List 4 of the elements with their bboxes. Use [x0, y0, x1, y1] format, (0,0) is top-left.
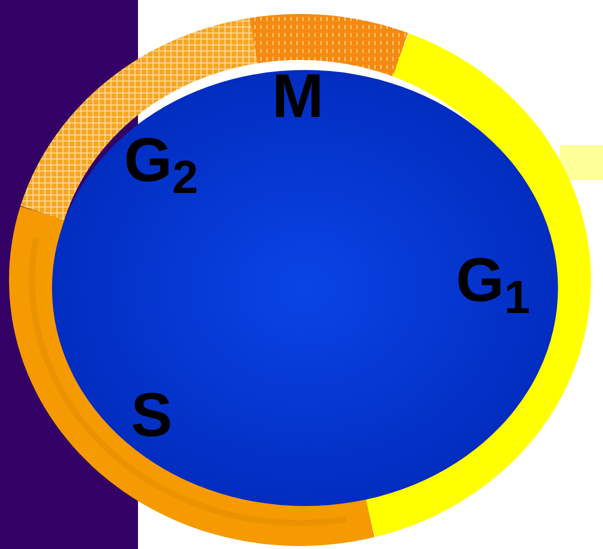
phase-label: M	[272, 66, 324, 128]
phase-label: G$_{1}$	[456, 250, 530, 312]
phase-label: S	[131, 385, 172, 447]
phase-label: G$_{2}$	[124, 130, 198, 192]
